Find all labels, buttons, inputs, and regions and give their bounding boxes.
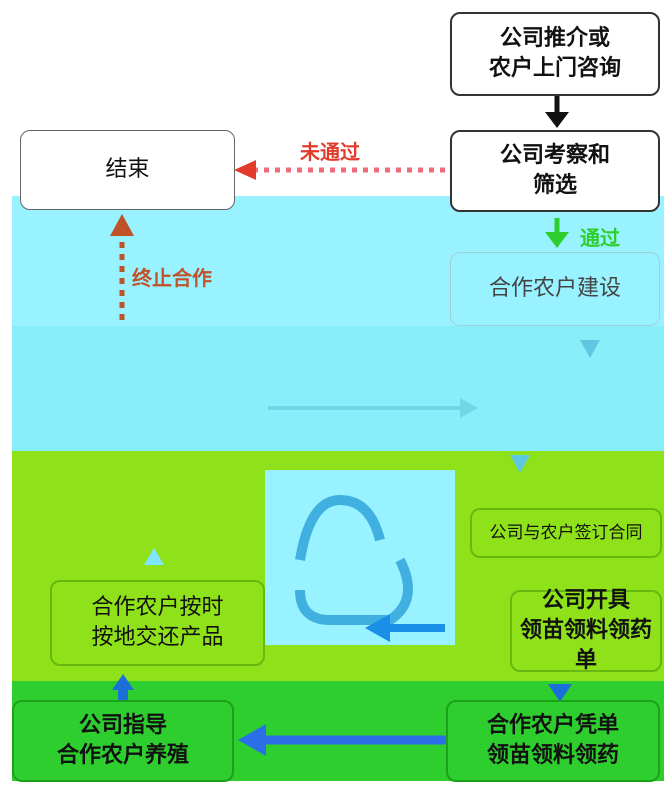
edge-fail-label: 未通过 bbox=[300, 140, 360, 164]
cycle-symbol bbox=[295, 494, 413, 625]
arrow-cycle-top-head bbox=[460, 398, 478, 418]
arrow-coop-down bbox=[580, 340, 600, 358]
node-receive: 合作农户凭单 领苗领料领药 bbox=[446, 700, 660, 782]
arrow-fail-head bbox=[234, 160, 256, 180]
arrow-contract-down bbox=[510, 455, 530, 473]
node-end: 结束 bbox=[20, 130, 235, 210]
arrow-guide-up bbox=[112, 674, 134, 690]
node-end-label: 结束 bbox=[105, 157, 150, 183]
node-issue-label: 公司开具 领苗领料领药单 bbox=[519, 588, 652, 673]
edge-pass-label: 通过 bbox=[580, 226, 620, 250]
node-receive-label: 合作农户凭单 领苗领料领药 bbox=[486, 713, 619, 768]
arrow-referral-review-head bbox=[545, 112, 569, 128]
arrow-guide-up-stem bbox=[118, 690, 128, 700]
arrow-issue-down bbox=[548, 684, 572, 702]
node-contract: 公司与农户签订合同 bbox=[470, 508, 662, 558]
edge-terminate-label: 终止合作 bbox=[132, 266, 212, 290]
band-cyan-lower bbox=[12, 326, 664, 451]
node-review-label: 公司考察和 筛选 bbox=[499, 143, 610, 198]
node-issue: 公司开具 领苗领料领药单 bbox=[510, 588, 662, 673]
node-deliver: 合作农户按时 按地交还产品 bbox=[50, 580, 265, 666]
node-referral-label: 公司推介或 农户上门咨询 bbox=[488, 26, 621, 81]
arrow-pass-head bbox=[545, 232, 569, 248]
arrow-receive-guide-head bbox=[238, 724, 266, 756]
node-cooperation-label: 合作农户建设 bbox=[488, 276, 621, 302]
node-review: 公司考察和 筛选 bbox=[450, 130, 660, 212]
node-contract-label: 公司与农户签订合同 bbox=[489, 522, 643, 543]
node-guide-label: 公司指导 合作农户养殖 bbox=[56, 713, 189, 768]
node-cooperation: 合作农户建设 bbox=[450, 252, 660, 326]
arrow-cycle-left-head bbox=[365, 614, 390, 642]
arrow-terminate-head bbox=[110, 214, 134, 236]
arrow-deliver-up bbox=[144, 548, 164, 565]
node-deliver-label: 合作农户按时 按地交还产品 bbox=[91, 595, 224, 650]
node-guide: 公司指导 合作农户养殖 bbox=[12, 700, 234, 782]
node-referral: 公司推介或 农户上门咨询 bbox=[450, 12, 660, 96]
